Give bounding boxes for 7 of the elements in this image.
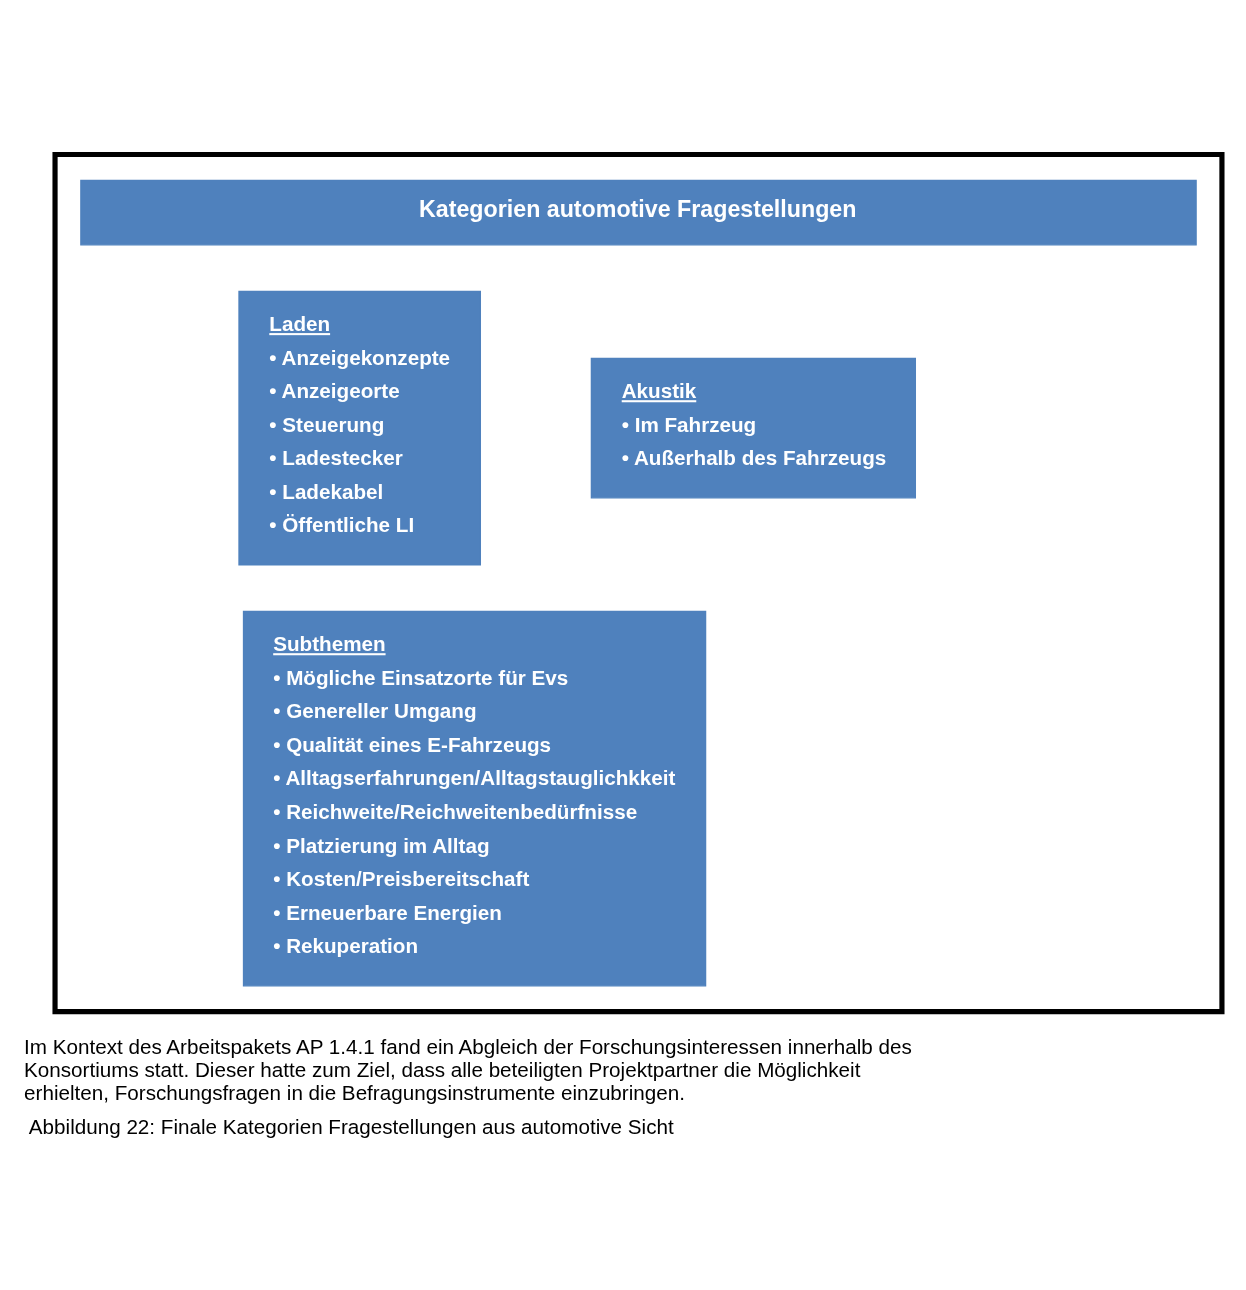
node-box: Kategorien automotive Fragestellungen <box>80 179 1197 246</box>
caption: Abbildung 22: Finale Kategorien Fragestellungen aus automotive Sicht <box>28 1114 674 1138</box>
node-box: Subthemen • Mögliche Einsatzorte für Evs • Genereller Umgang • Qualität eines E-Fahrzeugs • Alltagserfahrungen/Alltagstauglichkkeit • Reichweite/Reichweitenbedürfnisse • Platzierung im Alltag • Kosten/Preisbereitschaft • Erneuerbare Energien • Rekuperation <box>242 610 707 987</box>
node-box: Akustik • Im Fahrzeug • Außerhalb des Fahrzeugs <box>590 357 916 499</box>
cluster <box>52 151 1225 1015</box>
node-box: Laden • Anzeigekonzepte • Anzeigeorte • Steuerung • Ladestecker • Ladekabel • Öffentliche LI <box>238 290 481 566</box>
label: Im Kontext des Arbeitspakets AP 1.4.1 fand ein Abgleich der Forschungsinteressen innerhalb des Konsortiums statt. Dieser hatte zum Ziel, dass alle beteiligten Projektpartner die Möglichkeit erhielten, Forschungsfragen in die Befragungsinstrumente einzubringen. <box>24 1034 912 1105</box>
